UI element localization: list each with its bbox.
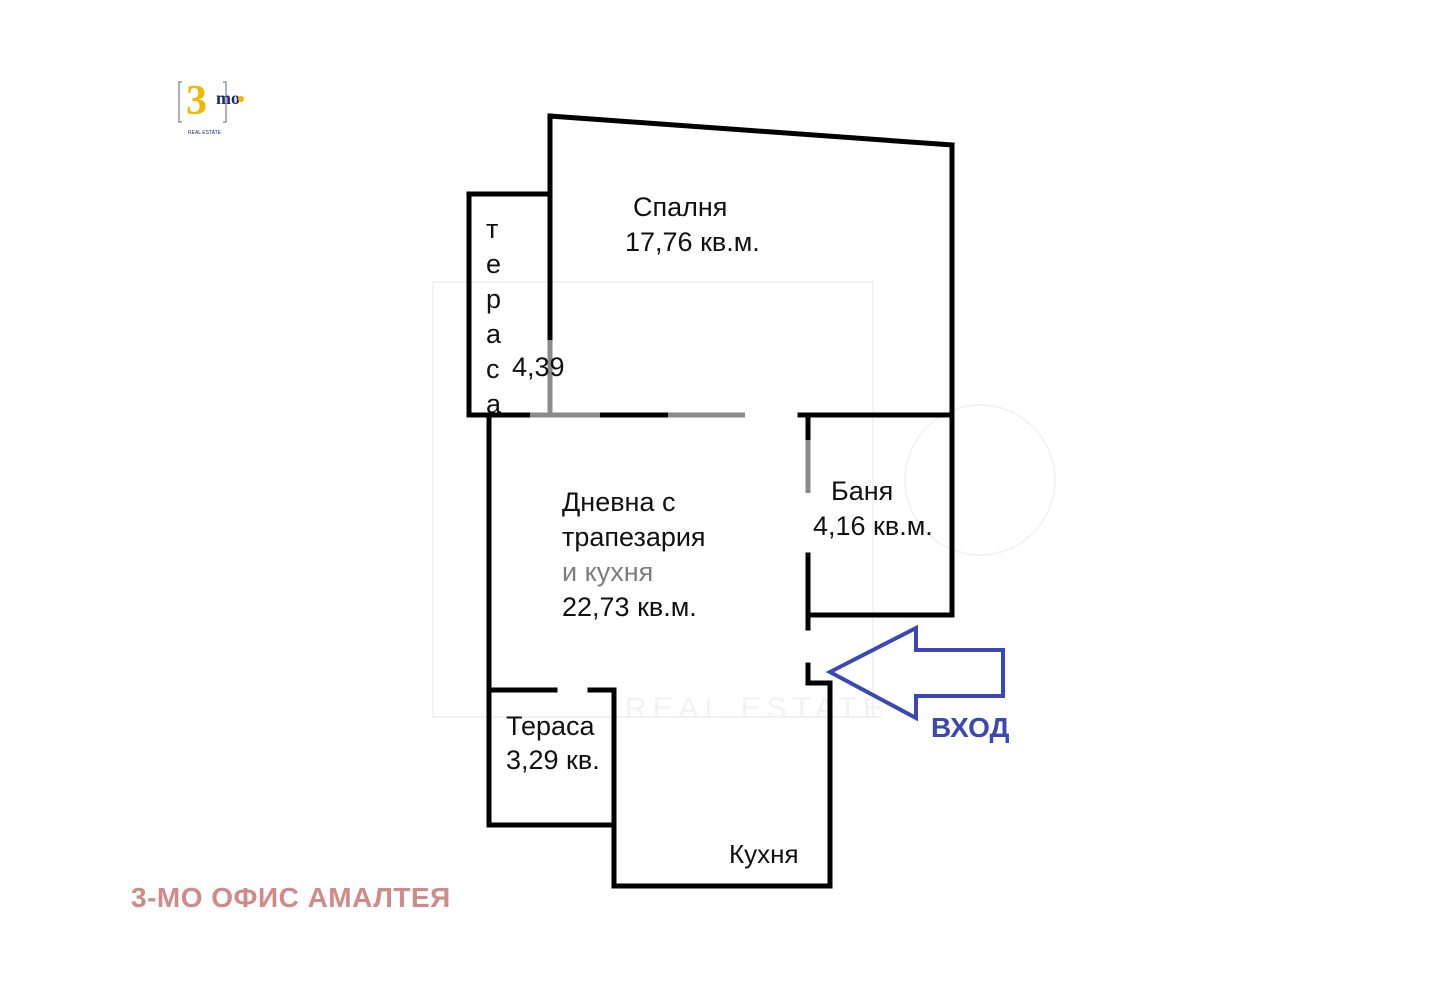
arrow-left-icon [825, 624, 1005, 722]
watermark: REAL ESTATE [432, 281, 1056, 725]
living-area: 22,73 кв.м. [562, 592, 697, 622]
gray-walls [530, 340, 811, 493]
logo-subtext: REAL ESTATE [188, 130, 222, 136]
office-name: 3-МО ОФИС АМАЛТЕЯ [131, 882, 451, 913]
letter: а [486, 389, 502, 419]
letter: е [486, 249, 502, 279]
side-terrace-area: 4,39 [512, 352, 565, 382]
letter: р [486, 284, 502, 314]
company-logo: 3 mo REAL ESTATE [178, 78, 250, 136]
bathroom-name: Баня [831, 476, 894, 506]
living-line1: Дневна с [562, 487, 676, 517]
small-terrace-area: 3,29 кв. [506, 745, 600, 775]
letter: а [486, 319, 502, 349]
watermark-text: REAL ESTATE [625, 692, 889, 725]
entrance-label: ВХОД [931, 712, 1010, 743]
small-terrace-name: Тераса [506, 711, 595, 741]
svg-text:3: 3 [186, 78, 207, 124]
bedroom-name: Спалня [633, 192, 728, 222]
living-line2: трапезария [562, 522, 706, 552]
kitchen-name: Кухня [729, 839, 799, 869]
bedroom-area: 17,76 кв.м. [625, 227, 760, 257]
walls [466, 113, 955, 889]
letter: т [486, 214, 499, 244]
bathroom-area: 4,16 кв.м. [813, 511, 933, 541]
svg-text:mo: mo [216, 88, 240, 108]
side-terrace-name: т е р а с а [486, 212, 506, 422]
living-line3: и кухня [562, 557, 654, 587]
letter: с [486, 354, 500, 384]
